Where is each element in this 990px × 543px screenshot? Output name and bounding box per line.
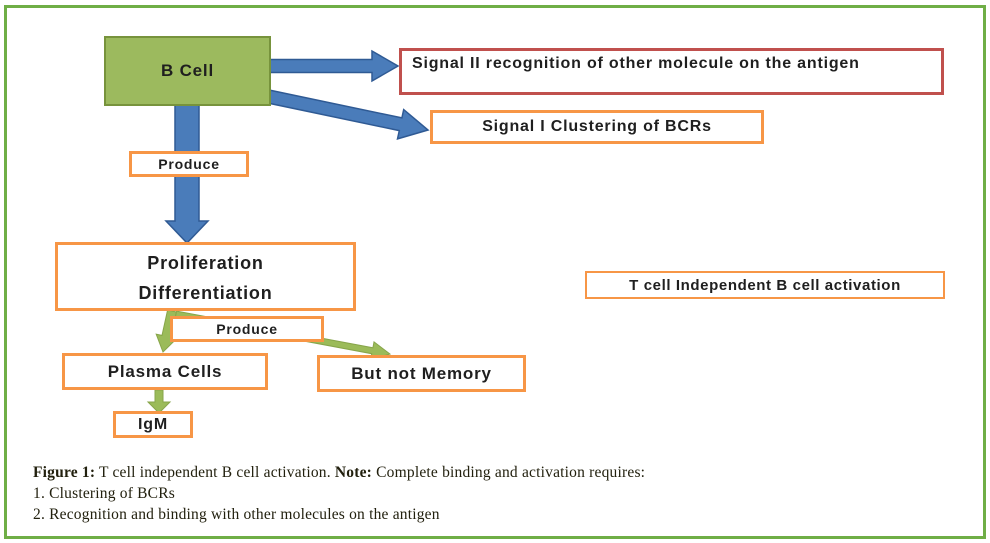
t-cell-independent-box: T cell Independent B cell activation [585,271,945,299]
figure-caption: Figure 1: T cell independent B cell acti… [33,462,963,525]
figure-label: Figure 1: [33,464,96,481]
caption-line-1: Figure 1: T cell independent B cell acti… [33,462,963,483]
proliferation-differentiation-box: Proliferation Differentiation [55,242,356,311]
caption-item-1: 1. Clustering of BCRs [33,485,175,502]
arrow-plasma-to-igm-icon [146,389,172,414]
plasma-cells-box: Plasma Cells [62,353,268,390]
caption-item-2: 2. Recognition and binding with other mo… [33,506,440,523]
signal2-box: Signal II recognition of other molecule … [399,48,944,95]
produce-bottom-label-box: Produce [170,316,324,342]
differentiation-line: Differentiation [138,283,273,303]
figure-title-text: T cell independent B cell activation. [99,464,331,481]
igm-box: IgM [113,411,193,438]
arrow-bcell-to-signal1-icon [263,88,430,140]
note-text: Complete binding and activation requires… [376,464,646,481]
but-not-memory-box: But not Memory [317,355,526,392]
produce-top-label-box: Produce [129,151,249,177]
signal1-box: Signal I Clustering of BCRs [430,110,764,144]
note-label: Note: [334,464,373,481]
arrow-bcell-to-signal2-icon [267,49,400,83]
b-cell-box: B Cell [104,36,271,106]
proliferation-line: Proliferation [147,253,264,273]
